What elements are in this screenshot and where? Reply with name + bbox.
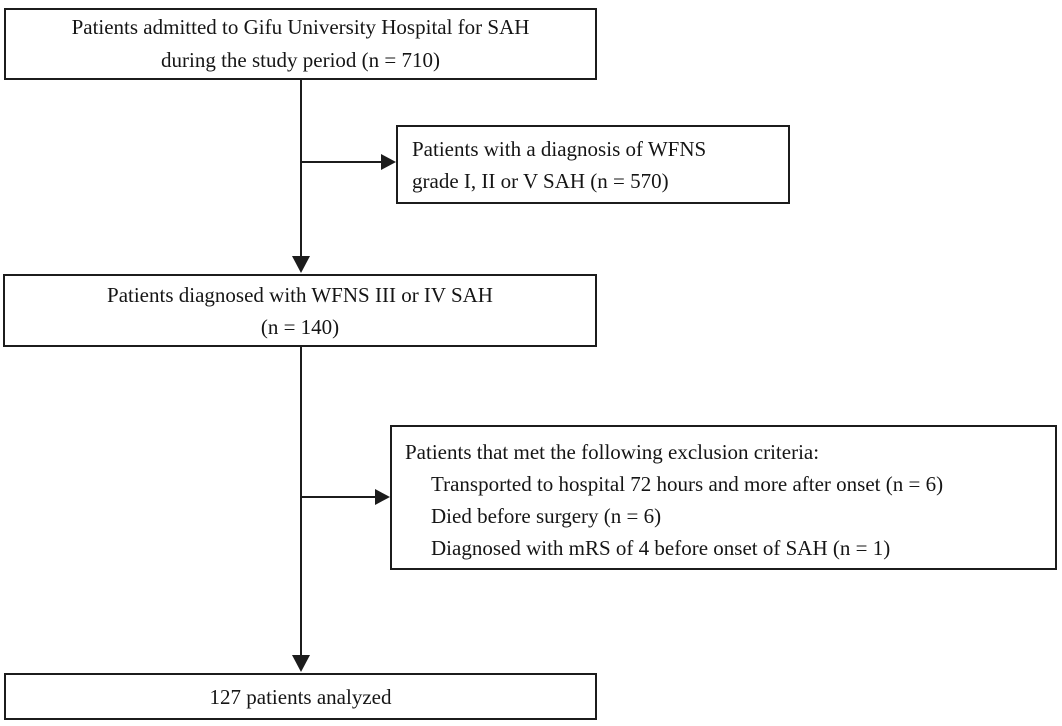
box-patients-admitted: Patients admitted to Gifu University Hos… (4, 8, 597, 80)
box-exclusion-criteria: Patients that met the following exclusio… (390, 425, 1057, 570)
box-patients-admitted-line1: Patients admitted to Gifu University Hos… (71, 15, 530, 39)
box-wfns-grade-3-4: Patients diagnosed with WFNS III or IV S… (3, 274, 597, 347)
box-patients-analyzed: 127 patients analyzed (4, 673, 597, 720)
exclusion-item-died: Died before surgery (n = 6) (431, 504, 662, 528)
exclusion-title: Patients that met the following exclusio… (405, 440, 820, 464)
arrow-right-icon (375, 489, 390, 505)
connector-vertical-1 (300, 80, 302, 259)
exclusion-item-transported: Transported to hospital 72 hours and mor… (431, 472, 944, 496)
connector-branch-1 (301, 161, 383, 163)
connector-vertical-2 (300, 347, 302, 657)
box-wfns-excluded-line2: grade I, II or V SAH (n = 570) (412, 168, 669, 193)
box-wfns-excluded-line1: Patients with a diagnosis of WFNS (412, 136, 707, 161)
box-analyzed-line1: 127 patients analyzed (209, 684, 392, 709)
box-patients-admitted-line2: during the study period (n = 710) (161, 48, 440, 72)
exclusion-item-mrs: Diagnosed with mRS of 4 before onset of … (431, 536, 891, 560)
arrow-down-icon (292, 655, 310, 672)
connector-branch-2 (301, 496, 377, 498)
box-wfns34-line1: Patients diagnosed with WFNS III or IV S… (107, 282, 493, 307)
box-wfns34-line2: (n = 140) (260, 314, 340, 339)
arrow-down-icon (292, 256, 310, 273)
arrow-right-icon (381, 154, 396, 170)
box-wfns-grade-1-2-5-excluded: Patients with a diagnosis of WFNS grade … (396, 125, 790, 204)
